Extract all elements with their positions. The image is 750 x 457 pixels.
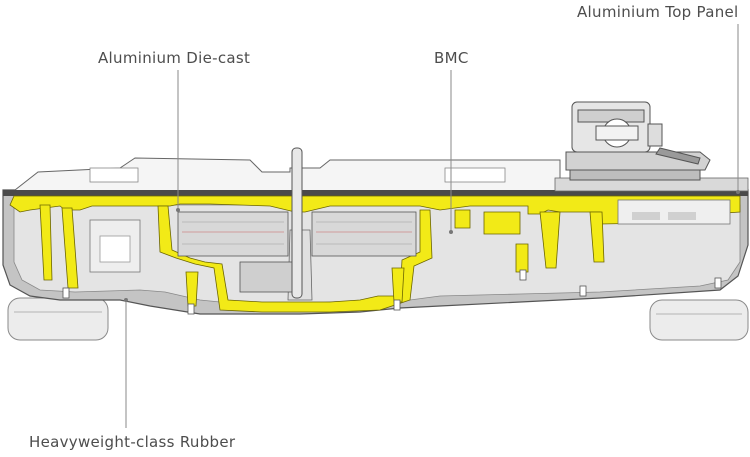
- interior-box: [99, 235, 131, 263]
- tonearm-assembly: [565, 101, 711, 181]
- label-bmc: BMC: [434, 49, 469, 67]
- label-aluminium-die-cast: Aluminium Die-cast: [98, 49, 251, 67]
- spindle: [291, 147, 303, 299]
- aluminium-top-panel-strip: [3, 190, 748, 196]
- label-heavyweight-rubber: Heavyweight-class Rubber: [29, 433, 236, 451]
- board-chip-2: [668, 212, 696, 220]
- front-foot-left: [7, 297, 109, 341]
- front-foot-right: [649, 299, 749, 341]
- bolts: [62, 269, 722, 315]
- board-chip-1: [632, 212, 660, 220]
- label-aluminium-top-panel: Aluminium Top Panel: [577, 3, 739, 21]
- platter-motor-assembly: [177, 211, 417, 293]
- leader-lines: [125, 24, 739, 428]
- leader-dots: [124, 190, 740, 302]
- top-cover-slot-right: [444, 167, 506, 183]
- top-cover-slot-left: [89, 167, 139, 183]
